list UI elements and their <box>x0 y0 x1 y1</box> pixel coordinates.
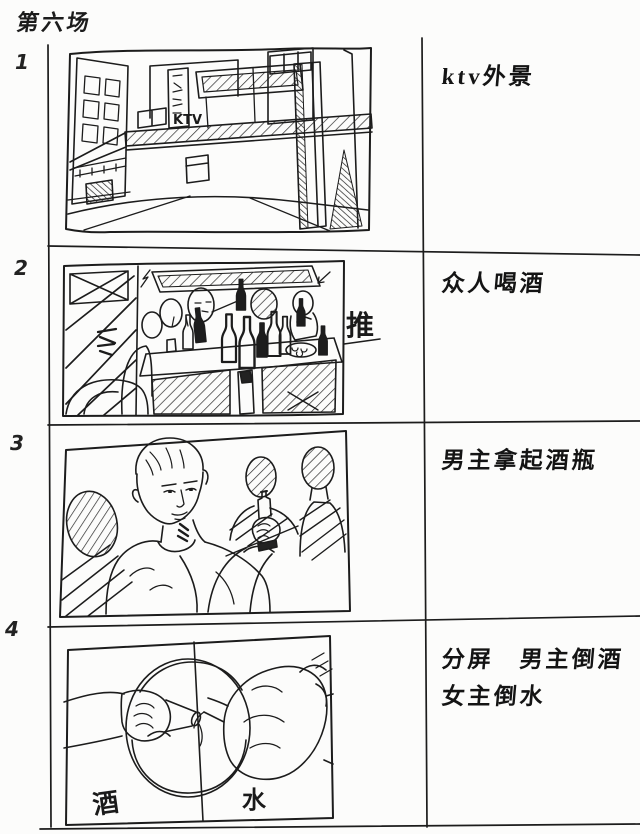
water-jug <box>222 665 328 781</box>
man-head <box>135 437 209 485</box>
head-2 <box>159 298 183 328</box>
cup-top-view <box>125 658 251 798</box>
head-4 <box>250 288 278 320</box>
sketch-4-frame <box>65 635 334 826</box>
sketch-2-frame <box>62 260 345 417</box>
camera-note: 推 <box>346 310 374 342</box>
wrist-watch <box>257 539 278 552</box>
silhouette-mid <box>245 456 277 498</box>
sketch-4-split-pouring: 酒 水 <box>63 635 334 826</box>
row-number-4: 4 <box>5 617 19 641</box>
sketch-1-frame <box>65 47 372 234</box>
left-hand <box>120 689 172 742</box>
row-number-3: 3 <box>10 431 24 455</box>
ktv-sign-letters: KTV <box>173 113 202 128</box>
split-label-water: 水 <box>242 787 267 814</box>
silhouette-right <box>301 446 335 490</box>
row-number-1: 1 <box>15 50 29 74</box>
table-grid <box>39 37 640 830</box>
sketch-3-man-lifting-bottle <box>59 430 351 618</box>
split-label-wine: 酒 <box>91 788 121 820</box>
head-1 <box>141 311 163 339</box>
row-number-2: 2 <box>14 256 28 280</box>
sketch-3-frame <box>59 430 351 618</box>
wine-bottle-neck <box>163 699 197 733</box>
food-plate <box>285 342 317 358</box>
sketch-1-ktv-exterior: KTV <box>65 47 373 234</box>
wall-scribble <box>96 327 118 357</box>
silhouette-left <box>65 490 119 558</box>
sketch-2-group-drinking: 推 <box>62 260 381 417</box>
